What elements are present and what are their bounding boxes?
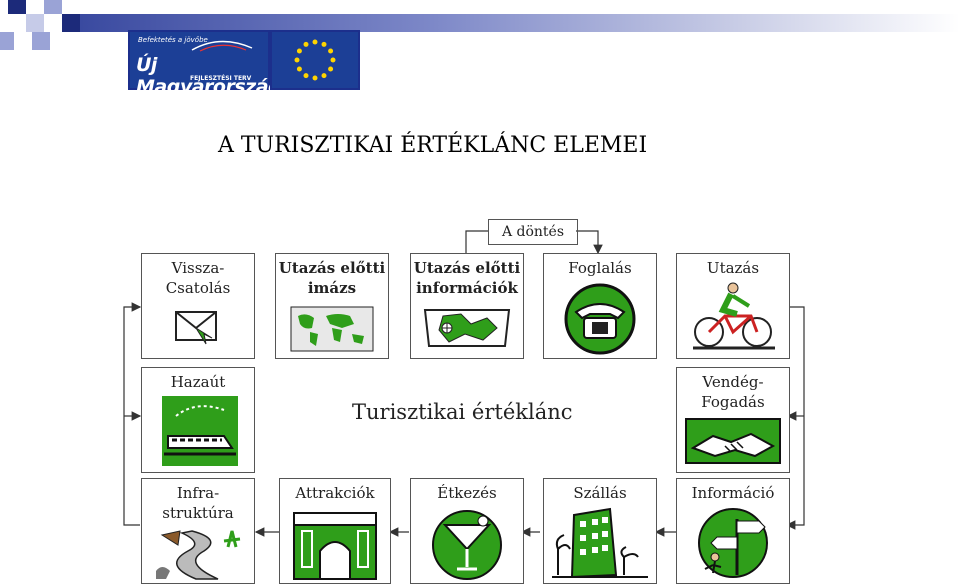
logo-arc-icon [191, 40, 253, 52]
box-foglalas: Foglalás [543, 253, 657, 359]
box-etkezes: Étkezés [410, 478, 524, 584]
eu-star-icon [321, 41, 327, 47]
box-label-line1: Étkezés [437, 484, 497, 502]
cyclist-icon [693, 282, 775, 350]
box-vendegfogadas: Vendég- Fogadás [676, 367, 790, 473]
page-title: A TURISZTIKAI ÉRTÉKLÁNC ELEMEI [218, 133, 648, 158]
eu-star-icon [294, 57, 300, 63]
box-infrastruktura: Infra- struktúra [141, 478, 255, 584]
logo-title: Új Magyarország [136, 54, 282, 98]
deco-square [26, 14, 44, 32]
train-icon [162, 396, 238, 466]
envelope-icon [175, 311, 217, 345]
world-map-icon [290, 306, 374, 352]
box-label-line1: Foglalás [568, 259, 632, 277]
box-informaciok: Utazás előtti információk [410, 253, 524, 359]
box-label-line1: Vissza- [171, 259, 225, 277]
decision-box: A döntés [488, 219, 578, 245]
eu-star-icon [303, 73, 309, 79]
eu-flag-logo [270, 30, 360, 90]
box-utazas: Utazás [676, 253, 790, 359]
box-label-line1: Attrakciók [295, 484, 375, 502]
deco-square [44, 0, 62, 14]
eu-star-icon [303, 41, 309, 47]
box-label-line2: információk [416, 279, 518, 297]
box-attrakciok: Attrakciók [279, 478, 391, 584]
header-gradient-bar [80, 14, 960, 32]
eu-star-icon [330, 57, 336, 63]
box-imazs: Utazás előtti imázs [275, 253, 389, 359]
eu-star-icon [312, 75, 318, 81]
arch-icon [293, 512, 377, 580]
box-visszacsatolas: Vissza- Csatolás [141, 253, 255, 359]
box-label-line2: Csatolás [165, 279, 231, 297]
deco-square [8, 0, 26, 14]
hotel-icon [552, 507, 648, 579]
eu-star-icon [296, 66, 302, 72]
box-label-line1: Infra- [176, 484, 220, 502]
box-label-line1: Utazás előtti [278, 259, 386, 277]
cocktail-icon [432, 510, 502, 580]
box-hazaut: Hazaút [141, 367, 255, 473]
eu-stars-icon [294, 39, 336, 81]
signpost-icon [698, 508, 768, 578]
deco-square [62, 14, 80, 32]
box-label-line1: Hazaút [170, 373, 226, 391]
eu-star-icon [296, 48, 302, 54]
eu-star-icon [312, 39, 318, 45]
deco-square [0, 32, 14, 50]
box-szallas: Szállás [543, 478, 657, 584]
box-label-line1: Utazás [706, 259, 760, 277]
box-label-line1: Információ [691, 484, 775, 502]
box-label-line2: Fogadás [701, 393, 765, 411]
handshake-icon [685, 418, 781, 464]
deco-square [32, 32, 50, 50]
treasure-map-icon [423, 309, 511, 347]
eu-star-icon [321, 73, 327, 79]
box-label-line1: Szállás [573, 484, 627, 502]
box-label-line2: struktúra [162, 504, 234, 522]
box-label-line1: Utazás előtti [413, 259, 521, 277]
eu-star-icon [328, 66, 334, 72]
box-label-line2: imázs [307, 279, 357, 297]
logo-tagline: Befektetés a jövőbe [138, 36, 208, 44]
value-chain-label: Turisztikai értéklánc [352, 400, 573, 424]
road-icon [156, 530, 241, 580]
telephone-icon [564, 283, 636, 355]
logo-subtitle: FEJLESZTÉSI TERV [190, 75, 252, 82]
eu-star-icon [328, 48, 334, 54]
box-label-line1: Vendég- [702, 373, 764, 391]
box-informacio: Információ [676, 478, 790, 584]
uj-magyarorszag-logo: Befektetés a jövőbe Új Magyarország FEJL… [128, 30, 282, 98]
